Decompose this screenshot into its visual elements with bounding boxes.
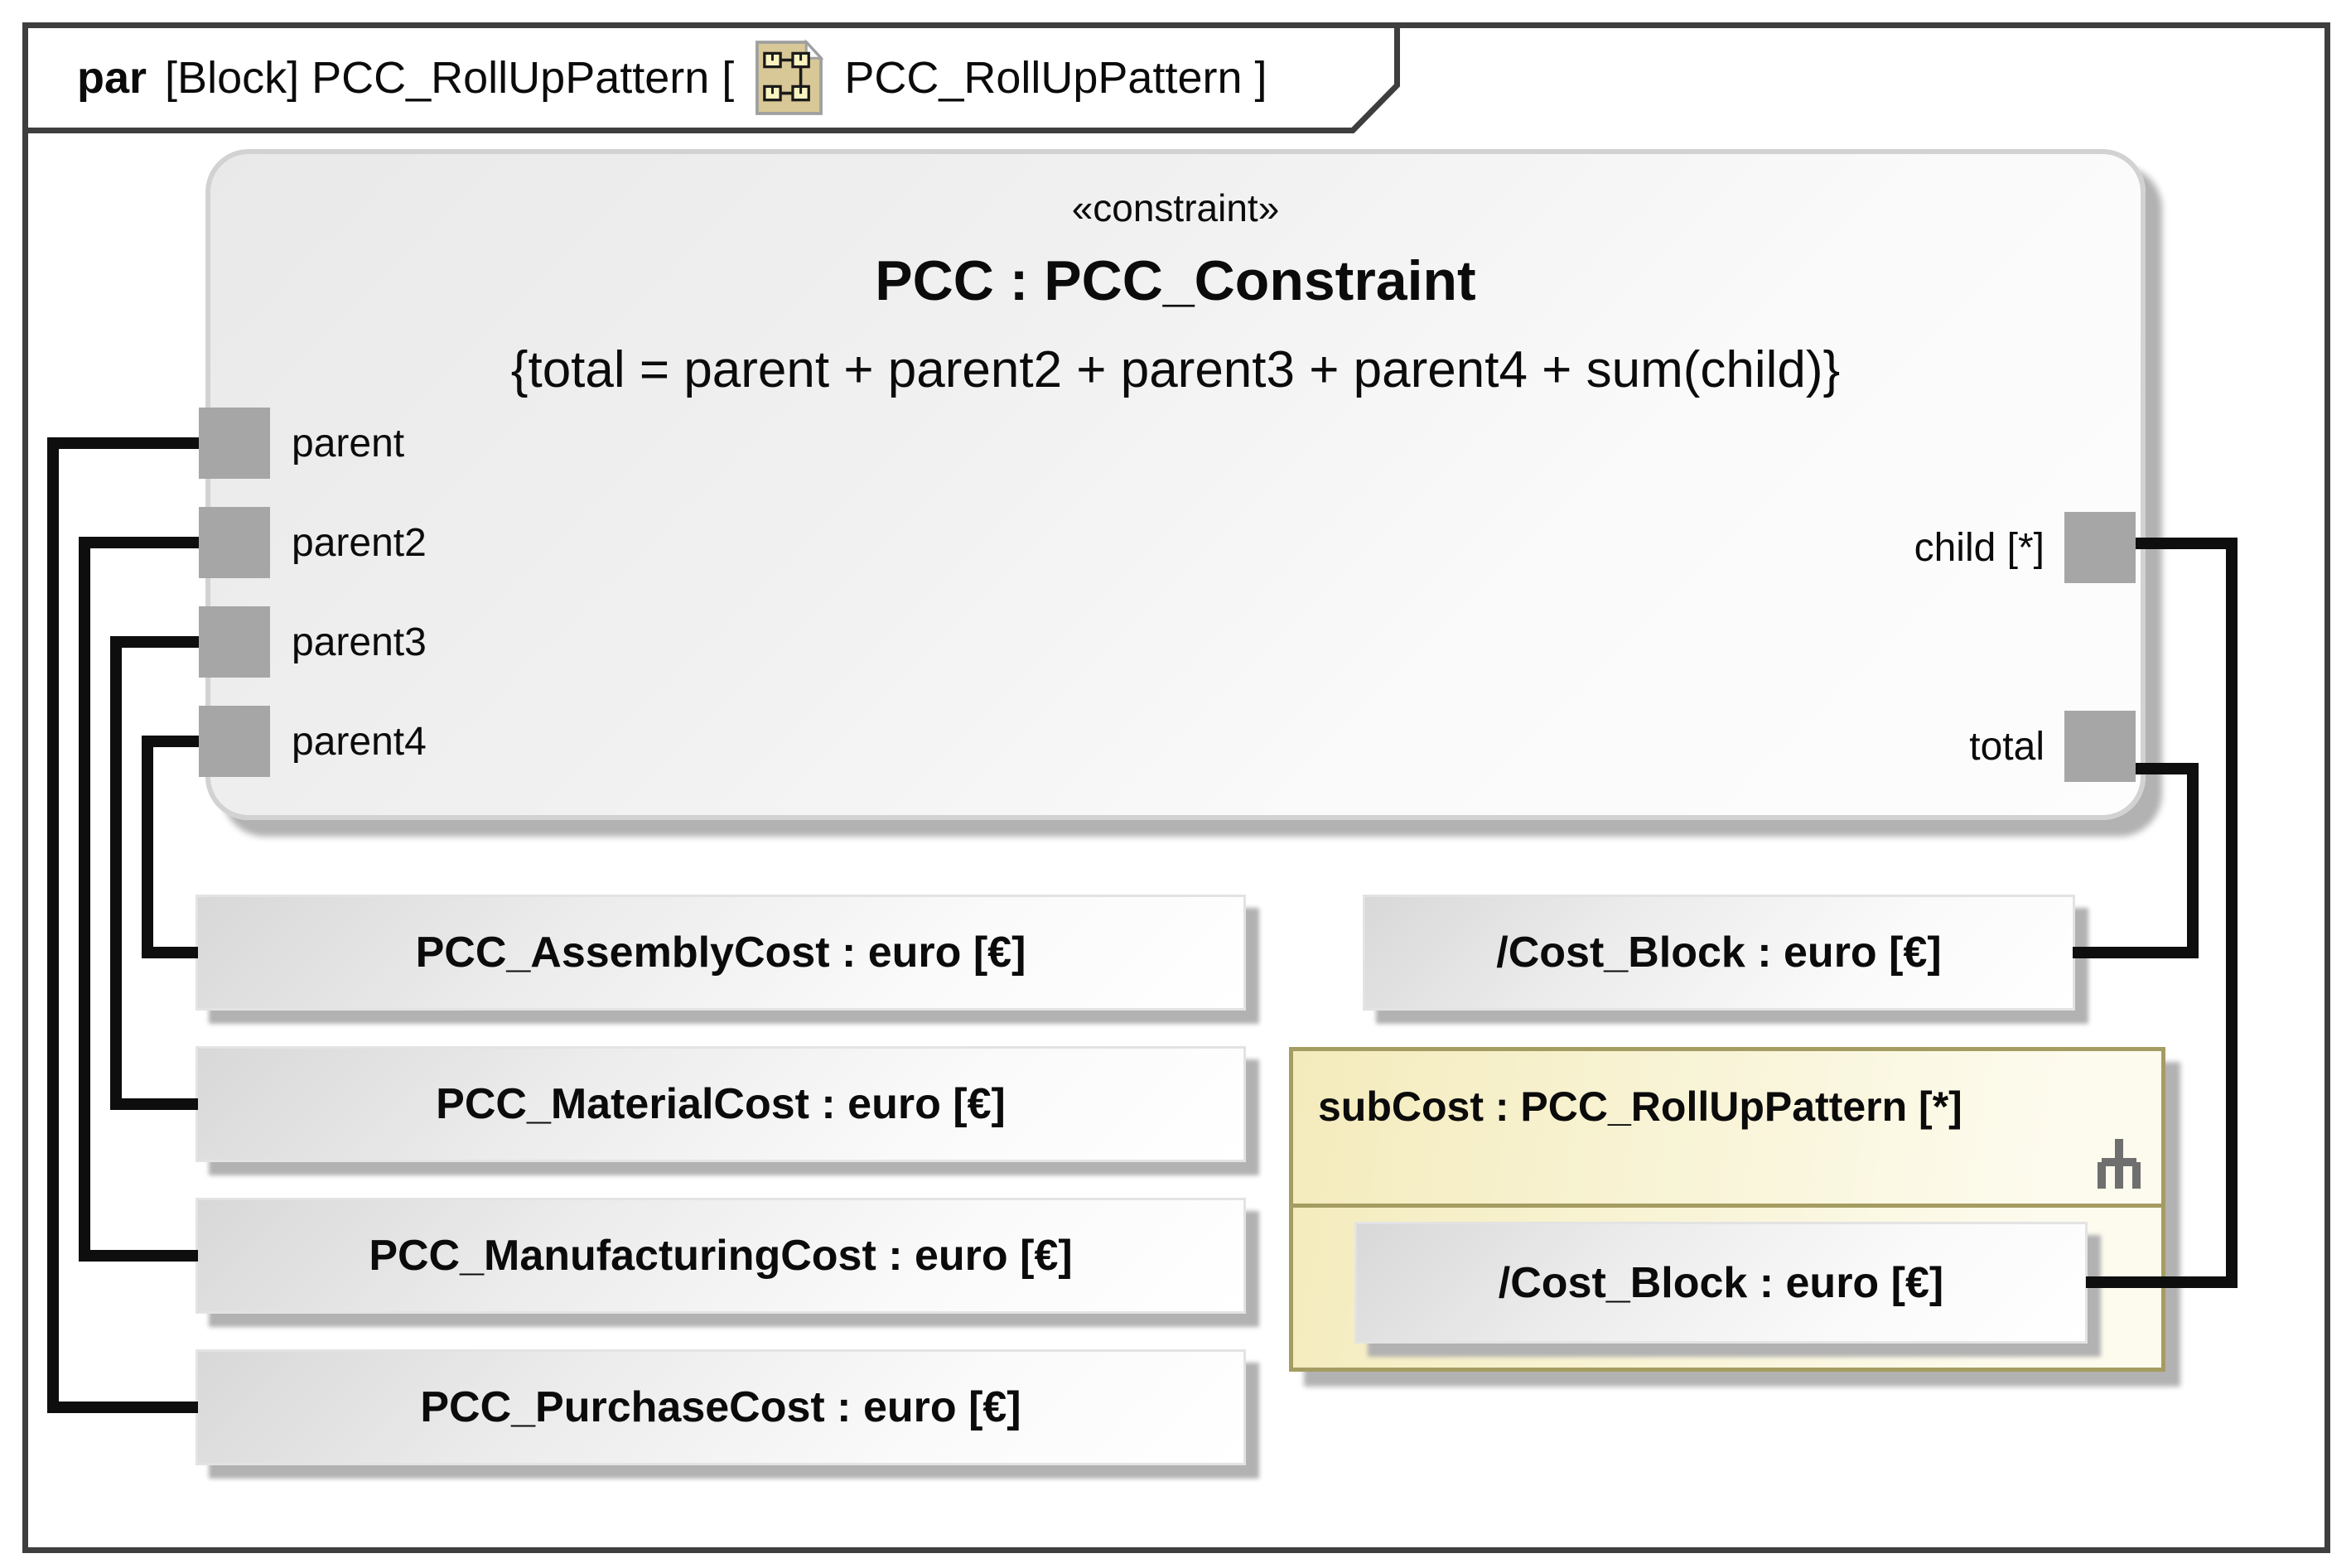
block-subcost-cost-block[interactable]: /Cost_Block : euro [€] <box>1354 1222 2088 1344</box>
parametric-diagram-icon <box>756 39 824 115</box>
connector-parent4-v[interactable] <box>142 736 153 958</box>
connector-parent4-h1[interactable] <box>142 736 205 747</box>
connector-parent3-h2[interactable] <box>110 1098 198 1110</box>
port-total[interactable] <box>2064 711 2136 782</box>
constraint-stereotype: «constraint» <box>1071 186 1280 229</box>
diagram-name-label: PCC_RollUpPattern ] <box>844 53 1267 103</box>
block-manufacturing-cost[interactable]: PCC_ManufacturingCost : euro [€] <box>196 1198 1246 1314</box>
port-parent4-label: parent4 <box>292 719 427 764</box>
block-material-cost[interactable]: PCC_MaterialCost : euro [€] <box>196 1046 1246 1162</box>
block-purchase-cost[interactable]: PCC_PurchaseCost : euro [€] <box>196 1349 1246 1465</box>
block-cost-block[interactable]: /Cost_Block : euro [€] <box>1363 895 2075 1011</box>
diagram-kind-keyword: par <box>77 53 147 103</box>
connector-parent2-h1[interactable] <box>79 537 205 548</box>
constraint-block-pcc[interactable]: «constraint» PCC : PCC_Constraint {total… <box>205 149 2146 820</box>
diagram-context-label: [Block] PCC_RollUpPattern [ <box>165 53 735 103</box>
connector-parent3-h1[interactable] <box>110 636 205 648</box>
block-cost-block-label: /Cost_Block : euro [€] <box>1496 929 1942 977</box>
block-assembly-cost[interactable]: PCC_AssemblyCost : euro [€] <box>196 895 1246 1011</box>
port-parent4[interactable] <box>199 706 270 777</box>
connector-parent-h2[interactable] <box>47 1402 198 1413</box>
port-parent2-label: parent2 <box>292 520 427 565</box>
port-child[interactable] <box>2064 512 2136 583</box>
constraint-equation: {total = parent + parent2 + parent3 + pa… <box>510 341 1841 398</box>
connector-parent4-h2[interactable] <box>142 947 198 958</box>
connector-parent2-v[interactable] <box>79 537 90 1262</box>
diagram-tab-shape <box>22 22 1400 133</box>
connector-parent-v[interactable] <box>47 437 59 1413</box>
block-manufacturing-cost-label: PCC_ManufacturingCost : euro [€] <box>369 1232 1073 1280</box>
port-parent-label: parent <box>292 421 405 466</box>
constraint-name: PCC : PCC_Constraint <box>875 249 1476 312</box>
port-child-label: child [*] <box>1914 525 2044 570</box>
port-total-label: total <box>1969 724 2044 769</box>
connector-parent2-h2[interactable] <box>79 1250 198 1262</box>
block-subcost-cost-block-label: /Cost_Block : euro [€] <box>1498 1258 1944 1307</box>
diagram-tab-text: par [Block] PCC_RollUpPattern [ PCC_Roll… <box>77 22 1267 133</box>
connector-total-h2[interactable] <box>2073 947 2199 958</box>
subcost-title-compartment: subCost : PCC_RollUpPattern [*] <box>1293 1051 2161 1208</box>
structure-rake-icon <box>2098 1139 2141 1189</box>
block-purchase-cost-label: PCC_PurchaseCost : euro [€] <box>420 1383 1021 1431</box>
block-assembly-cost-label: PCC_AssemblyCost : euro [€] <box>415 929 1026 977</box>
port-parent3[interactable] <box>199 606 270 678</box>
connector-child-v[interactable] <box>2226 538 2238 1288</box>
port-parent[interactable] <box>199 408 270 479</box>
port-parent3-label: parent3 <box>292 620 427 664</box>
connector-parent3-v[interactable] <box>110 636 122 1110</box>
connector-child-h2[interactable] <box>2086 1276 2238 1288</box>
connector-total-h1[interactable] <box>2134 763 2199 774</box>
port-parent2[interactable] <box>199 507 270 578</box>
subcost-title-label: subCost : PCC_RollUpPattern [*] <box>1318 1083 1962 1130</box>
connector-parent-h1[interactable] <box>47 437 205 449</box>
connector-total-v[interactable] <box>2187 763 2199 958</box>
block-material-cost-label: PCC_MaterialCost : euro [€] <box>436 1080 1006 1128</box>
diagram-tab: par [Block] PCC_RollUpPattern [ PCC_Roll… <box>22 22 1400 133</box>
connector-child-h1[interactable] <box>2134 538 2238 549</box>
